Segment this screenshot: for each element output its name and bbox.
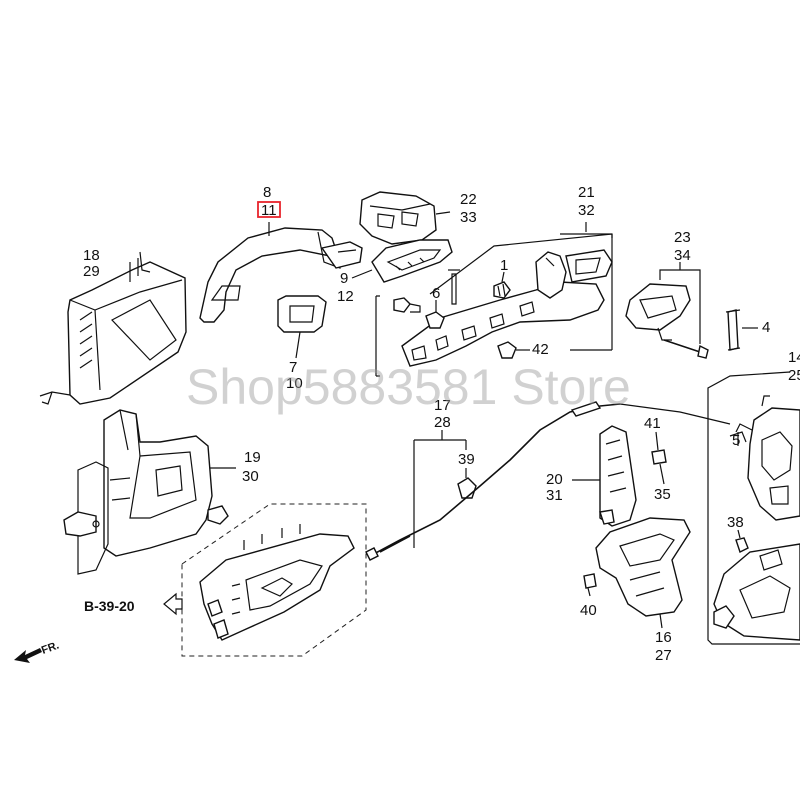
part-number-33: 33 [460,209,477,226]
part-number-42: 42 [532,341,549,358]
gasket-part [277,295,327,333]
screw-part-40 [583,573,597,597]
part-number-31: 31 [546,487,563,504]
part-number-7: 7 [289,359,297,376]
part-number-17: 17 [434,397,451,414]
part-number-6: 6 [432,285,440,302]
handle-base-part [371,239,453,283]
part-number-30: 30 [242,468,259,485]
latch-part [729,395,800,521]
part-number-16: 16 [655,629,672,646]
part-number-38: 38 [727,514,744,531]
motor-part [713,543,800,641]
clip-part [425,311,445,329]
clip-part-41 [651,449,667,465]
part-number-4: 4 [762,319,770,336]
nut-part [497,341,517,359]
part-number-14: 14 [788,349,800,366]
part-number-27: 27 [655,647,672,664]
inner-handle-part [199,524,355,641]
part-number-39: 39 [458,451,475,468]
part-number-28: 28 [434,414,451,431]
bolt-part [493,281,511,299]
part-number-29: 29 [83,263,100,280]
screw-part-38 [735,537,749,553]
part-number-18: 18 [83,247,100,264]
cable-bracket-part [599,425,637,527]
part-number-1: 1 [500,257,508,274]
screw-part [393,269,460,313]
lock-cylinder-part [359,191,451,245]
cable-clip-part [457,477,477,499]
inner-bracket-part [63,409,229,575]
part-number-11: 11 [261,202,277,219]
part-number-9: 9 [340,270,348,287]
part-number-34: 34 [674,247,691,264]
inner-handle-group [181,503,367,657]
part-number-5: 5 [732,432,740,449]
handle-bracket-part [401,249,613,367]
part-number-41: 41 [644,415,661,432]
pin-part [725,309,741,351]
store-watermark: Shop5883581 Store [186,359,631,415]
front-direction-arrow-icon [14,648,42,663]
part-number-25: 25 [788,367,800,384]
part-number-21: 21 [578,184,595,201]
lock-cover-part [39,251,187,405]
part-number-12: 12 [337,288,354,305]
part-number-19: 19 [244,449,261,466]
part-number-32: 32 [578,202,595,219]
reference-arrow-icon [163,592,183,616]
part-number-10: 10 [286,375,303,392]
actuator-part [625,283,709,359]
protector-part [595,517,691,617]
part-number-8: 8 [263,184,271,201]
part-number-35: 35 [654,486,671,503]
outer-handle-part [199,227,363,323]
reference-label: B-39-20 [84,598,135,614]
part-number-22: 22 [460,191,477,208]
part-number-23: 23 [674,229,691,246]
part-number-20: 20 [546,471,563,488]
highlight-box [257,201,281,218]
part-number-40: 40 [580,602,597,619]
direction-label: FR. [40,639,61,656]
